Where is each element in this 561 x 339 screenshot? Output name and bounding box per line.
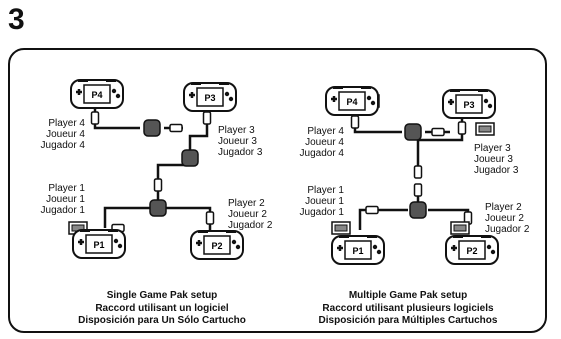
multiple-game-pak	[475, 122, 495, 136]
single-hub-3	[149, 199, 167, 217]
multiple-console-p3-label: P3	[463, 100, 474, 110]
multiple-console-p2-label: P2	[466, 246, 477, 256]
single-console-p3-label: P3	[204, 93, 215, 103]
multiple-hub-1	[404, 123, 422, 141]
single-console-p4-label: P4	[91, 90, 102, 100]
multiple-plug	[413, 165, 423, 179]
instruction-panel	[8, 48, 547, 333]
multiple-hub-2	[409, 201, 427, 219]
single-console-p2-label: P2	[211, 241, 222, 251]
multiple-game-pak	[331, 221, 351, 235]
single-plug	[169, 123, 183, 133]
single-plug	[90, 111, 100, 125]
step-number: 3	[8, 3, 25, 36]
multiple-console-p4-label: P4	[346, 97, 357, 107]
multiple-plug	[413, 183, 423, 197]
multiple-setup-diagram: P4 P3 P1 P2	[324, 85, 500, 266]
multiple-console-p1-label: P1	[352, 246, 363, 256]
multiple-plug	[457, 121, 467, 135]
multiple-plug	[350, 115, 360, 129]
multiple-game-pak	[450, 221, 470, 235]
single-hub-1	[143, 119, 161, 137]
single-console-p1-label: P1	[93, 240, 104, 250]
multiple-plug	[365, 205, 379, 215]
single-plug	[205, 211, 215, 225]
multiple-plug	[431, 127, 445, 137]
single-plug	[202, 111, 212, 125]
single-setup-diagram: P4 P3 P1 P2	[68, 78, 245, 261]
single-plug	[153, 178, 163, 192]
single-hub-2	[181, 149, 199, 167]
